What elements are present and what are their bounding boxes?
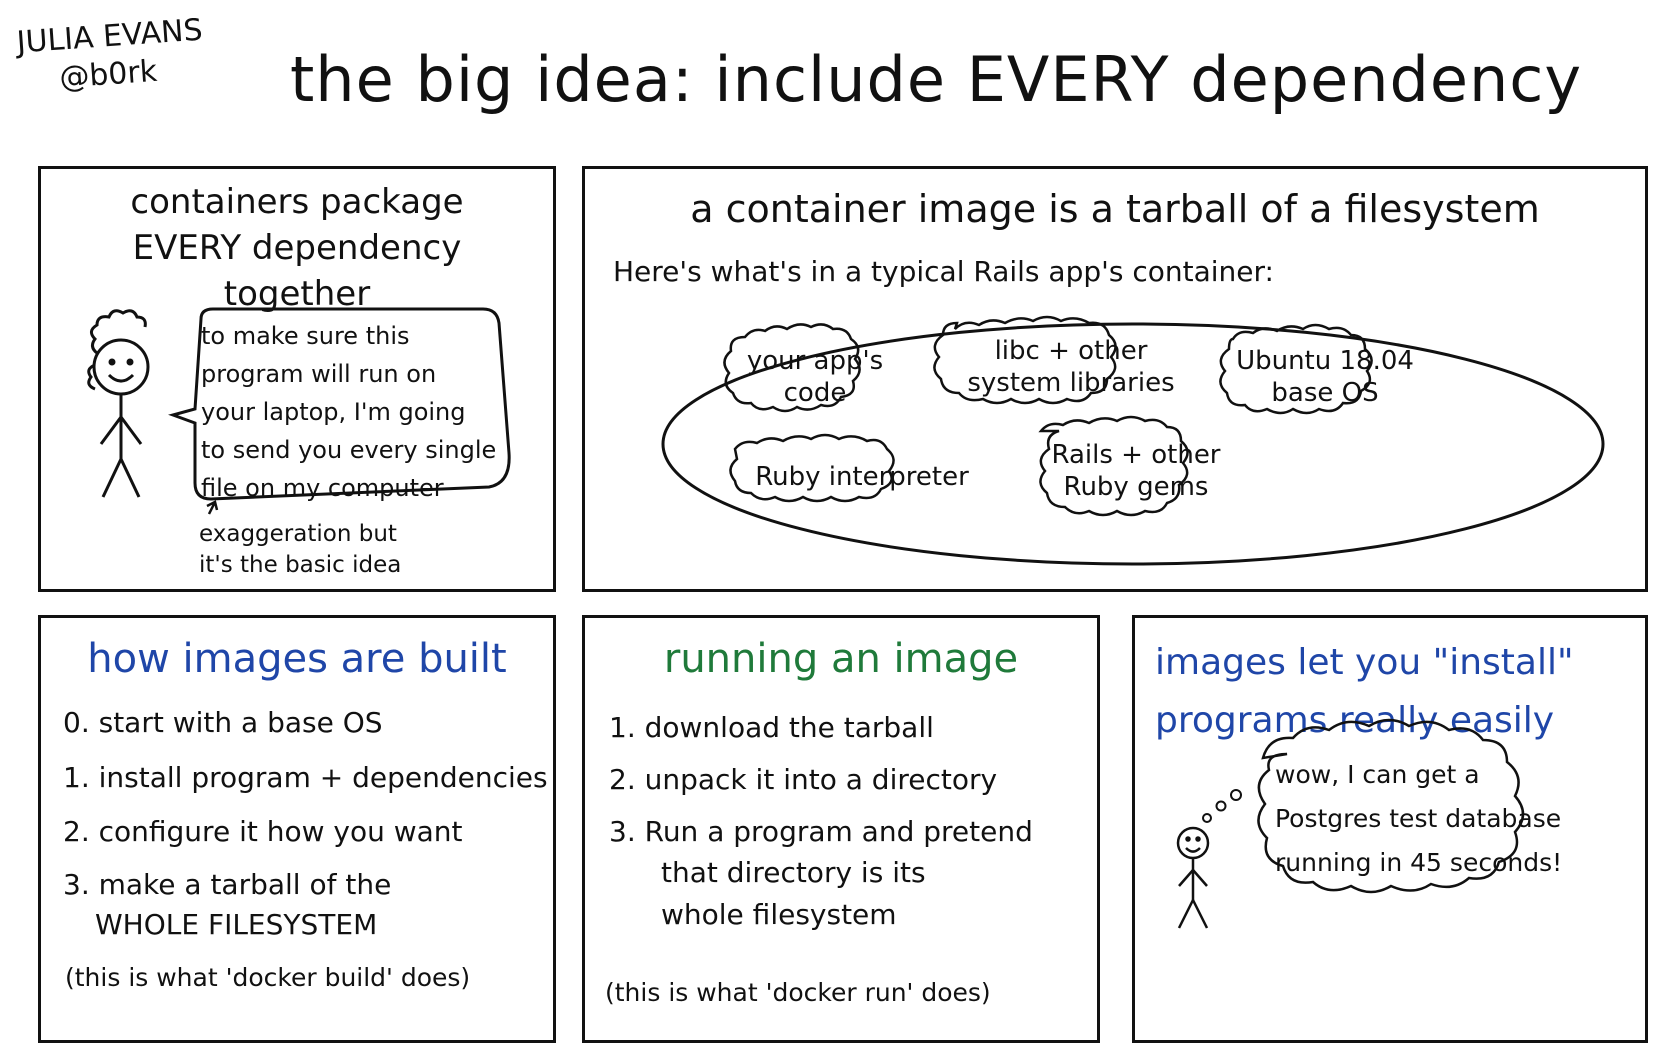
cloud-rails	[1038, 415, 1189, 517]
panel-package-dependencies: containers package EVERY dependency toge…	[38, 166, 556, 592]
docker-run-note: (this is what 'docker run' does)	[605, 978, 991, 1007]
panel-package-title-line: containers package	[130, 182, 464, 222]
thought-line: running in 45 seconds!	[1275, 848, 1563, 877]
panel-run-title: running an image	[663, 636, 1019, 682]
speech-bubble-shape	[168, 307, 511, 501]
item-libc: libc + other system libraries	[947, 335, 1195, 399]
cloud-ubuntu	[1219, 323, 1373, 415]
exaggeration-note: exaggeration but it's the basic idea	[199, 519, 401, 581]
item-rails-line: Ruby gems	[1063, 472, 1209, 502]
run-step: 1. download the tarball	[609, 711, 934, 744]
panel-tarball-subtitle: Here's what's in a typical Rails app's c…	[613, 255, 1274, 288]
item-app-code: your app's code	[745, 345, 885, 409]
panel-tarball-filesystem: a container image is a tarball of a file…	[582, 166, 1648, 592]
docker-build-note: (this is what 'docker build' does)	[65, 963, 471, 992]
panel-package-title-line: EVERY dependency	[132, 228, 462, 268]
build-step: 1. install program + dependencies	[63, 761, 548, 794]
panel-install-title-line: images let you "install"	[1155, 642, 1574, 683]
item-libc-line: system libraries	[967, 368, 1175, 398]
cloud-ruby	[729, 433, 895, 503]
item-ruby-line: Ruby interpreter	[755, 462, 969, 492]
panel-how-images-built: how images are built 0. start with a bas…	[38, 615, 556, 1043]
build-step: WHOLE FILESYSTEM	[95, 908, 378, 941]
item-ubuntu: Ubuntu 18.04 base OS	[1225, 345, 1425, 409]
cloud-shapes	[723, 315, 1373, 517]
build-step: 0. start with a base OS	[63, 706, 383, 739]
container-contents-diagram	[661, 315, 1605, 566]
cloud-libc	[933, 315, 1117, 405]
container-outline-shape	[661, 322, 1605, 566]
run-step: 2. unpack it into a directory	[609, 763, 998, 796]
speech-line: program will run on	[201, 360, 437, 388]
item-ubuntu-line: base OS	[1271, 378, 1379, 408]
panel-install-title: images let you "install" programs really…	[1155, 634, 1574, 750]
item-ubuntu-line: Ubuntu 18.04	[1236, 346, 1414, 376]
thought-line: Postgres test database	[1275, 804, 1562, 833]
panel-package-title: containers package EVERY dependency toge…	[41, 179, 553, 317]
thought-line: wow, I can get a	[1275, 760, 1480, 789]
item-libc-line: libc + other	[994, 336, 1148, 366]
item-ruby: Ruby interpreter	[731, 461, 993, 493]
panel-running-image: running an image 1. download the tarball…	[582, 615, 1100, 1043]
cloud-app-code	[723, 323, 861, 413]
note-line: exaggeration but	[199, 521, 397, 547]
speech-bubble-text: to make sure this program will run on yo…	[201, 317, 496, 507]
panel-install-title-line: programs really easily	[1155, 700, 1555, 741]
item-rails-line: Rails + other	[1051, 440, 1221, 470]
item-rails: Rails + other Ruby gems	[1033, 439, 1239, 503]
item-app-code-line: your app's	[746, 346, 884, 376]
thought-dots-icon	[1202, 789, 1242, 823]
note-line: it's the basic idea	[199, 552, 402, 578]
panel-build-title: how images are built	[87, 636, 507, 682]
speech-line: to make sure this	[201, 322, 410, 350]
panel-install-programs: images let you "install" programs really…	[1132, 615, 1648, 1043]
stick-figure-drawing	[87, 307, 511, 515]
run-step: 3. Run a program and pretend	[609, 815, 1033, 848]
panel-package-title-line: together	[223, 274, 371, 314]
speech-line: file on my computer	[201, 474, 444, 502]
run-step: that directory is its	[661, 856, 926, 889]
author-credit: JULIA EVANS @b0rk	[16, 12, 207, 101]
panel-tarball-title: a container image is a tarball of a file…	[690, 187, 1540, 231]
thought-cloud-shape	[1257, 718, 1525, 894]
stick-figure-small-icon	[1176, 826, 1210, 929]
build-step: 2. configure it how you want	[63, 815, 463, 848]
build-step: 3. make a tarball of the	[63, 868, 392, 901]
thought-bubble-text: wow, I can get a Postgres test database …	[1275, 753, 1562, 885]
stick-figure-person-icon	[87, 309, 150, 498]
run-step: whole filesystem	[661, 898, 897, 931]
thinking-figure-drawing	[1176, 718, 1525, 929]
item-app-code-line: code	[783, 378, 847, 408]
speech-line: to send you every single	[201, 436, 497, 464]
note-arrow-icon	[206, 500, 219, 515]
page-title: the big idea: include EVERY dependency	[290, 43, 1583, 116]
speech-line: your laptop, I'm going	[201, 398, 466, 426]
